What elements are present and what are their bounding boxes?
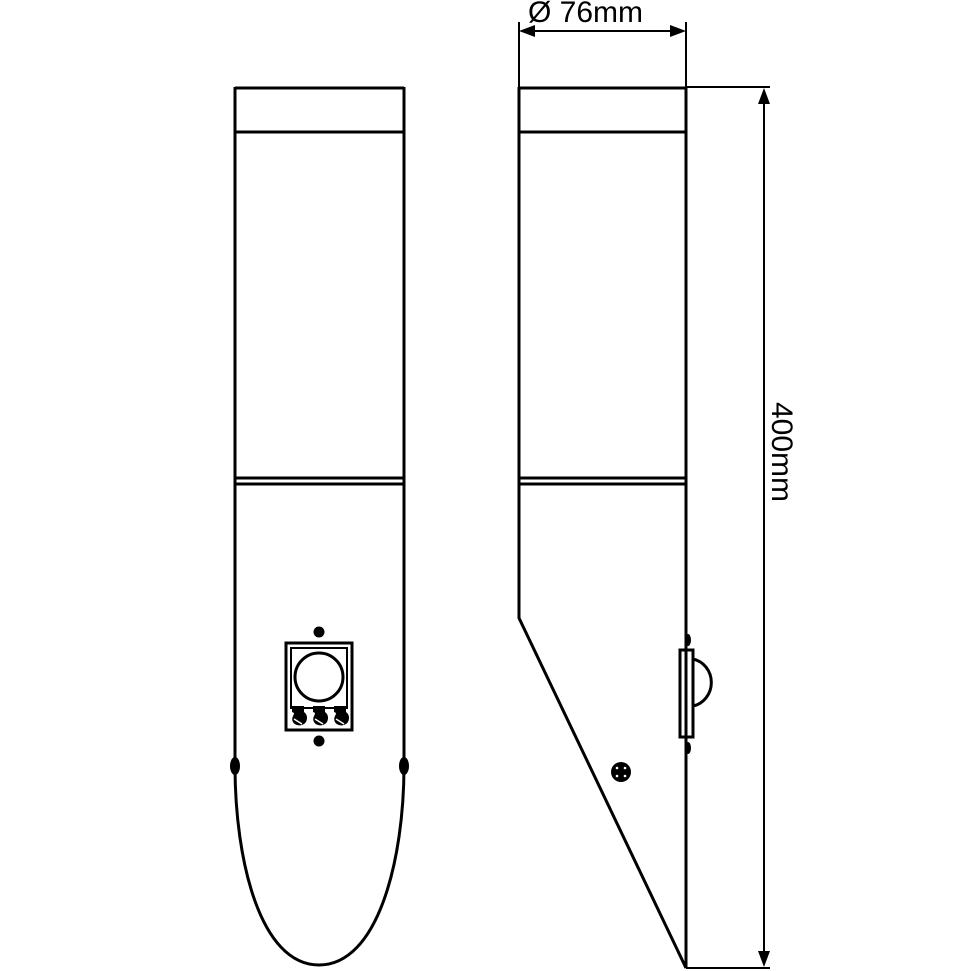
sensor-dome-icon — [692, 657, 713, 708]
adjustment-screws — [292, 706, 350, 726]
sensor-top-dot-icon — [313, 626, 325, 638]
diameter-label: Ø 76mm — [528, 0, 643, 29]
sensor-lens-icon — [293, 651, 345, 703]
screw-icon — [313, 706, 329, 726]
height-dimension: 400mm — [686, 86, 798, 969]
sensor-side-housing — [678, 648, 695, 739]
left-mount-screw-icon — [230, 757, 240, 775]
side-view — [517, 86, 713, 969]
side-left-angled-edge — [517, 87, 688, 969]
height-label: 400mm — [765, 402, 798, 502]
screw-icon — [292, 706, 308, 726]
screw-icon — [334, 706, 350, 726]
arrow-down-icon — [758, 951, 770, 967]
sensor-bottom-dot-icon — [313, 735, 325, 747]
pir-sensor-module — [284, 626, 354, 747]
arrow-right-icon — [670, 25, 686, 37]
sensor-lower-nub-icon — [685, 742, 691, 754]
sensor-inner-frame — [290, 647, 348, 709]
arrow-up-icon — [758, 88, 770, 104]
front-rounded-bottom — [233, 765, 406, 967]
pir-sensor-dome — [678, 634, 713, 754]
sensor-upper-nub-icon — [685, 634, 691, 646]
sensor-housing — [284, 641, 354, 732]
side-screw-icon — [611, 762, 631, 782]
right-mount-screw-icon — [399, 757, 409, 775]
arrow-left-icon — [519, 25, 535, 37]
diameter-dimension: Ø 76mm — [518, 0, 687, 88]
front-view — [230, 86, 409, 967]
